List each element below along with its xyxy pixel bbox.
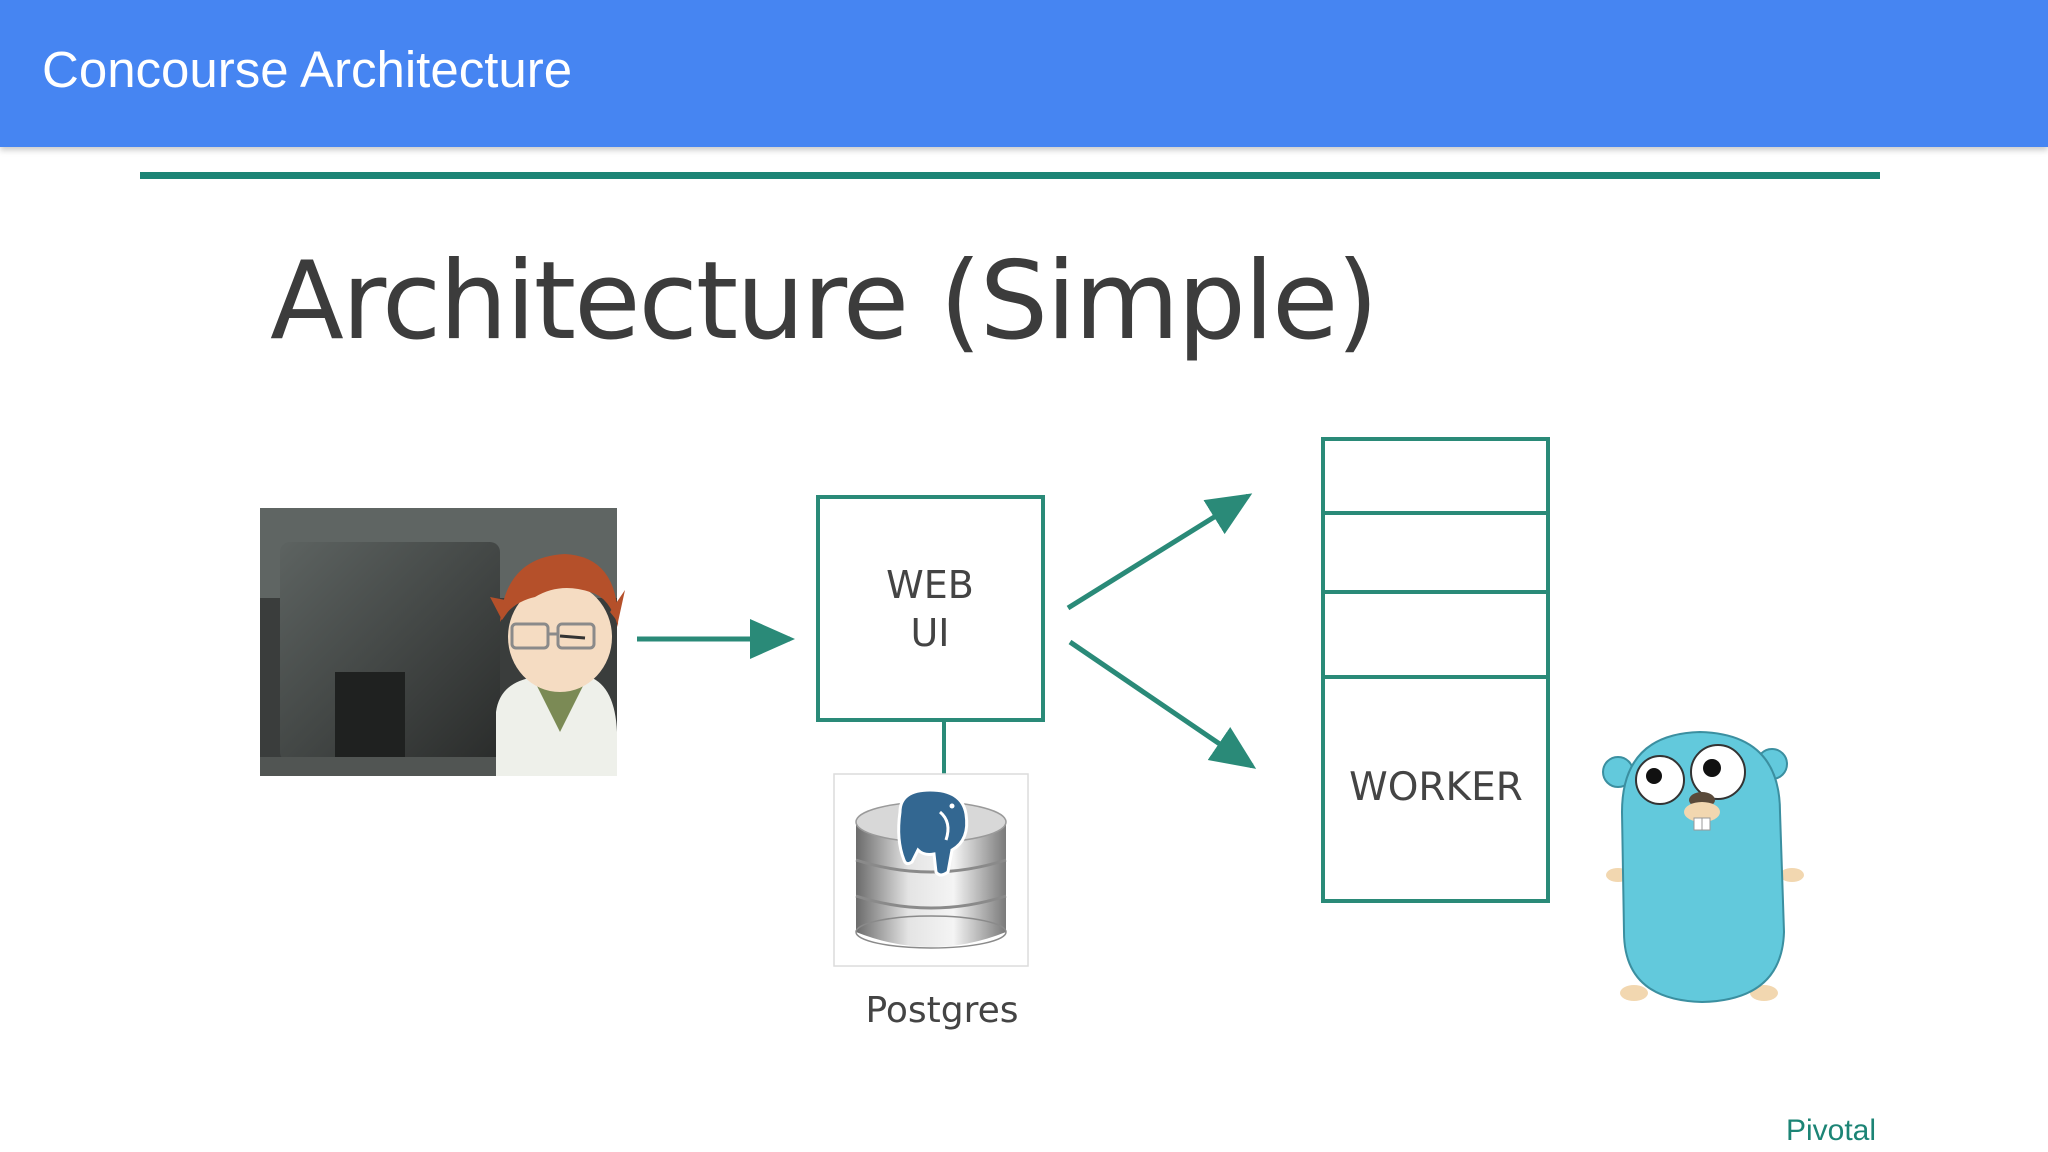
app-bar: Concourse Architecture — [0, 0, 2048, 147]
slide-top-rule — [140, 172, 1880, 179]
postgres-elephant-icon — [897, 788, 969, 877]
developer-illustration — [260, 508, 625, 776]
slide-title: Architecture (Simple) — [270, 239, 1379, 364]
slide: Architecture (Simple) — [140, 172, 1880, 1152]
web-ui-label-line1: WEB — [886, 563, 974, 607]
arrow-web-to-worker-lower — [1068, 639, 1257, 769]
web-ui-label-line2: UI — [910, 611, 949, 655]
postgres-label: Postgres — [865, 990, 1018, 1031]
architecture-diagram: WEB UI Postgres — [260, 437, 1876, 1147]
pivotal-logo: Pivotal — [1786, 1114, 1876, 1147]
postgres-database: Postgres — [833, 773, 1029, 1031]
app-title: Concourse Architecture — [42, 41, 573, 98]
go-gopher-mascot — [1602, 730, 1804, 1004]
worker-stack: WORKER — [1321, 437, 1550, 903]
worker-label: WORKER — [1349, 765, 1523, 810]
web-ui-box: WEB UI — [816, 495, 1045, 722]
arrow-web-to-worker-upper — [1066, 493, 1253, 611]
